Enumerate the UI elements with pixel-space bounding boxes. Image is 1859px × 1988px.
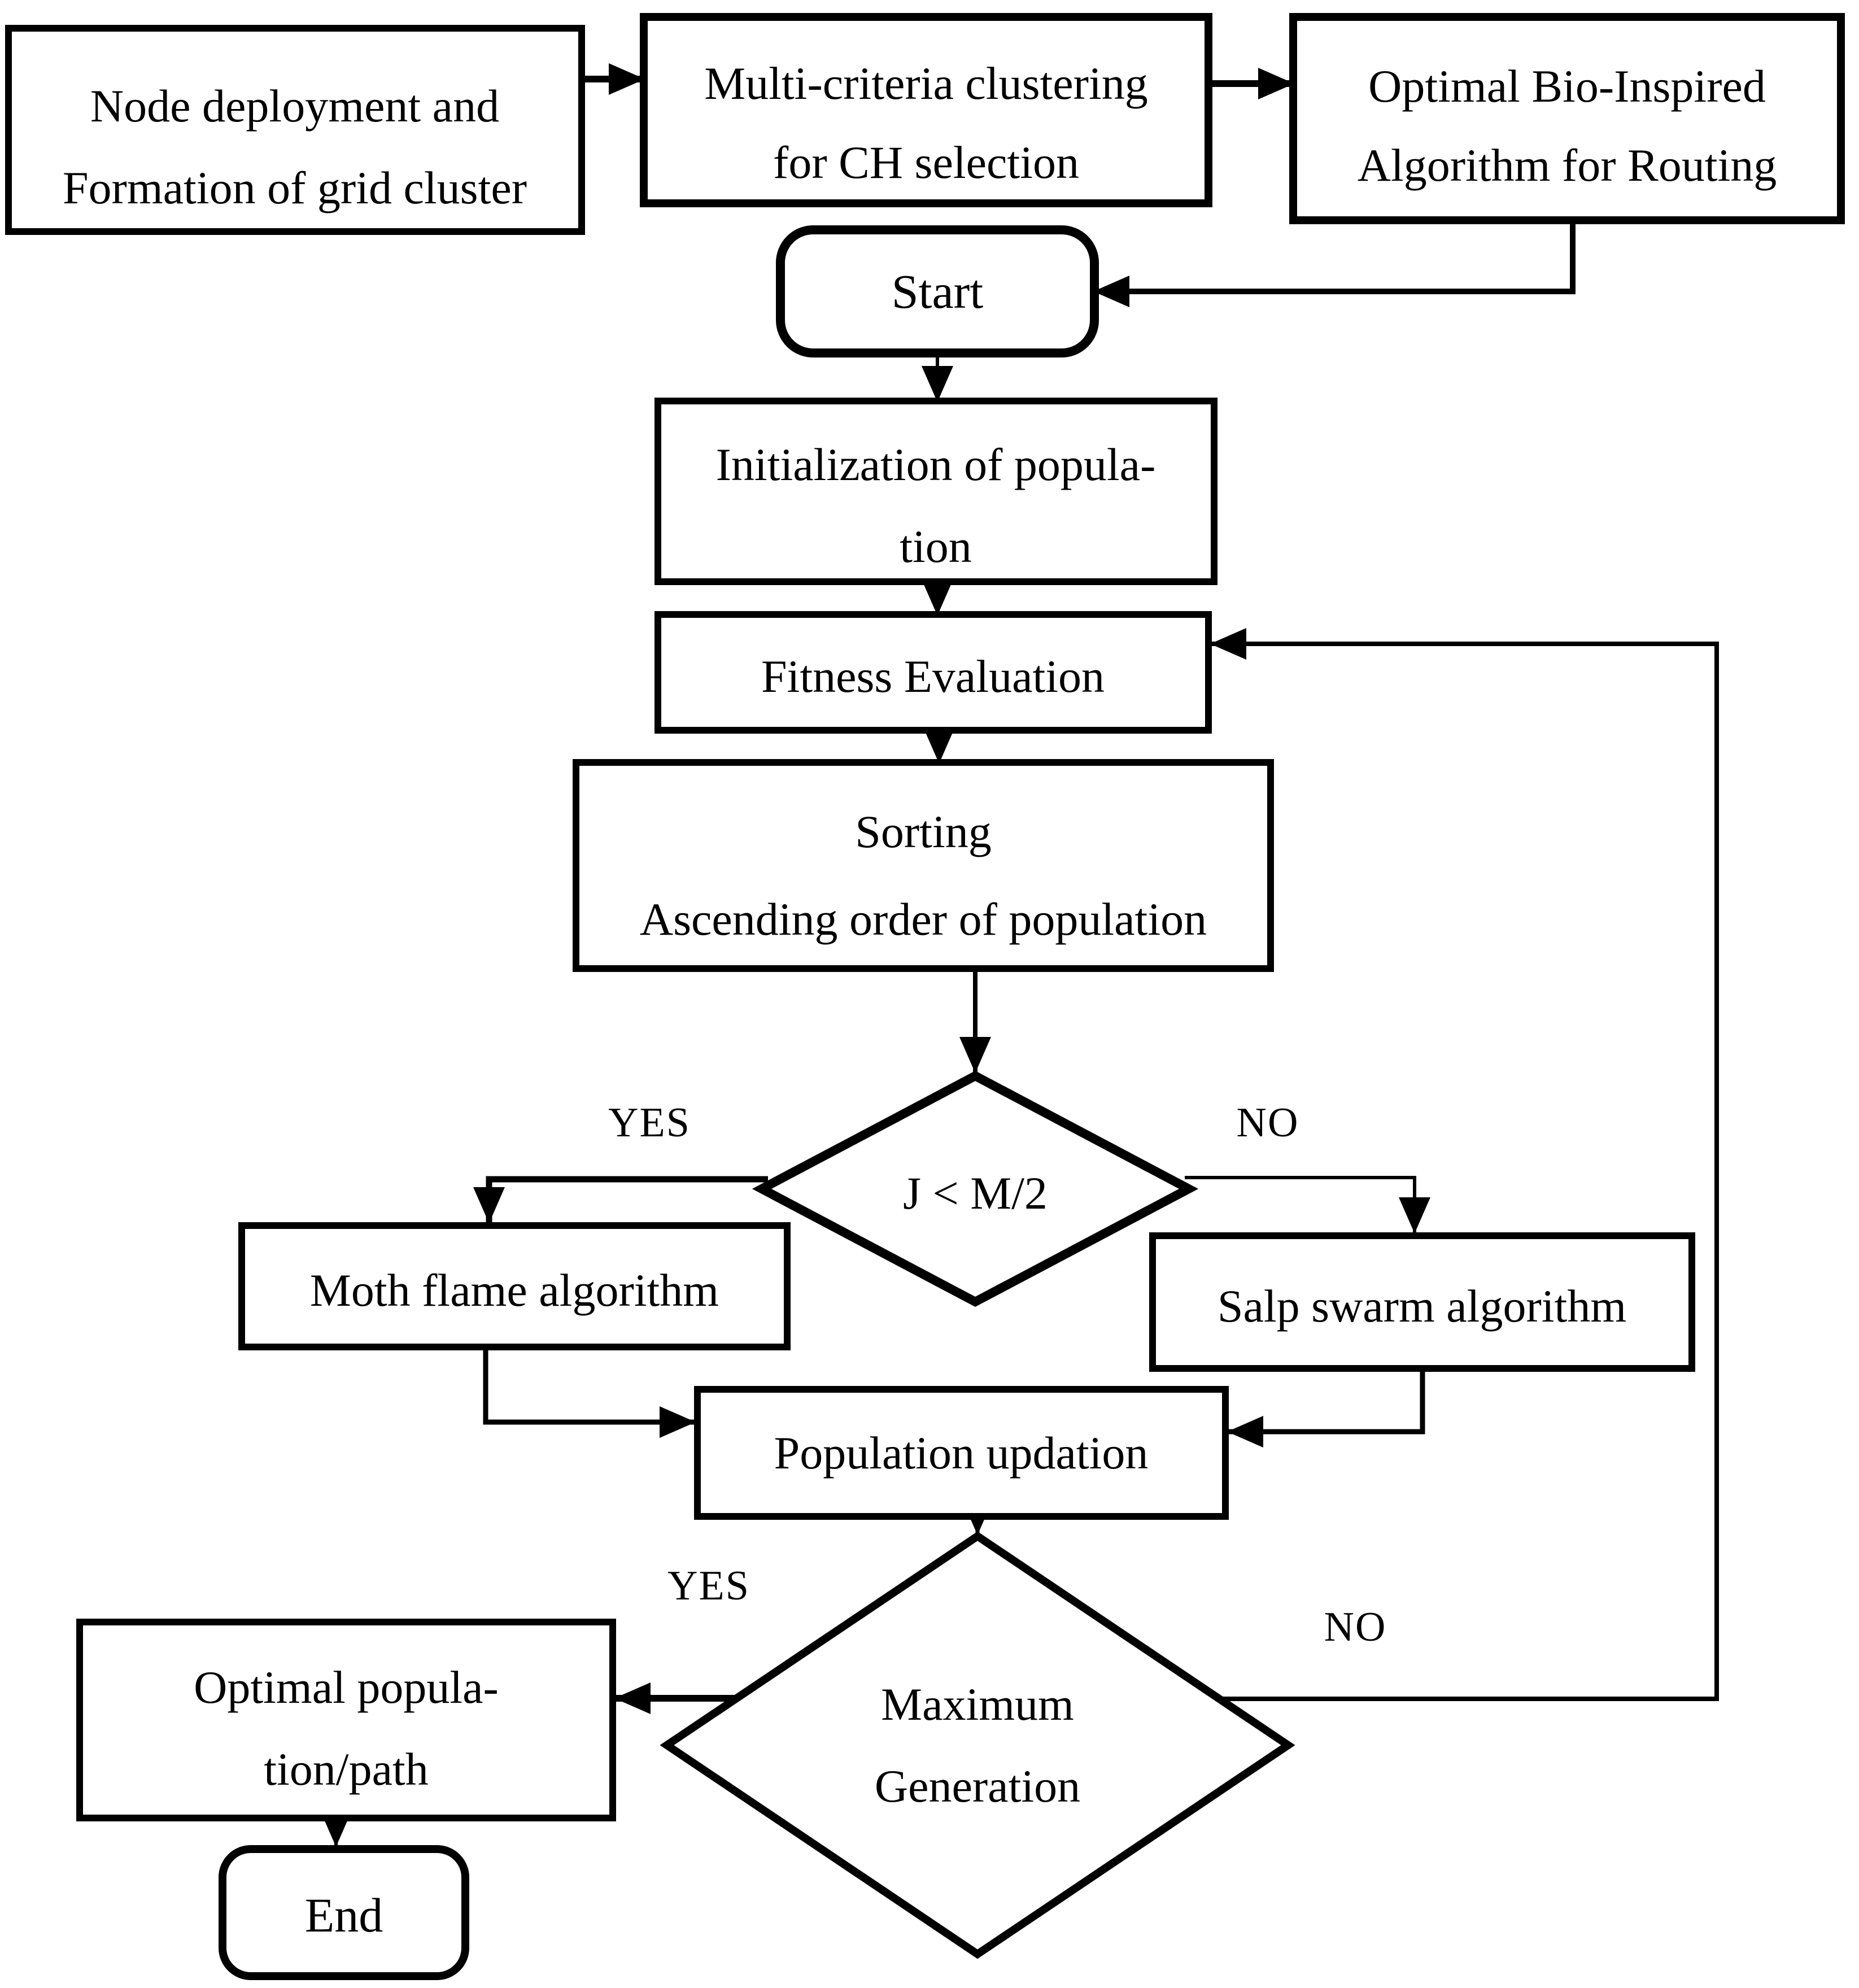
node-deployment-line2: Formation of grid cluster	[63, 162, 527, 213]
decision-maxgen-diamond	[660, 1531, 1295, 1959]
multi-criteria-line2: for CH selection	[773, 137, 1079, 188]
optimal-population-box	[76, 1619, 616, 1821]
edge-moth-to-population	[483, 1347, 696, 1438]
population-updation-box	[694, 1386, 1229, 1520]
multi-criteria-box	[640, 13, 1212, 207]
edge-routing-to-start	[1093, 220, 1576, 307]
decision-maxgen-line2: Generation	[875, 1760, 1080, 1812]
end-terminal	[219, 1845, 469, 1980]
population-updation-label: Population updation	[774, 1427, 1149, 1479]
connectors	[320, 63, 1719, 1847]
node-deployment-line1: Node deployment and	[90, 80, 499, 132]
node-deployment-box	[5, 25, 585, 235]
maxgen-yes-label: YES	[667, 1563, 750, 1609]
start-terminal	[776, 225, 1099, 358]
bio-inspired-line1: Optimal Bio-Inspired	[1368, 60, 1766, 112]
bio-inspired-line2: Algorithm for Routing	[1358, 139, 1777, 191]
salp-swarm-box	[1149, 1232, 1695, 1372]
decision-maxgen-line1: Maximum	[881, 1679, 1074, 1730]
jm-no-label: NO	[1237, 1100, 1299, 1146]
fitness-box	[654, 611, 1212, 734]
moth-flame-label: Moth flame algorithm	[310, 1265, 719, 1316]
start-label: Start	[892, 264, 984, 319]
maxgen-no-label: NO	[1324, 1604, 1387, 1650]
branch-labels: YES NO YES NO	[608, 1100, 1387, 1650]
bio-inspired-box	[1289, 13, 1845, 224]
moth-flame-box	[238, 1222, 791, 1350]
edge-decision-yes-to-moth	[473, 1176, 768, 1223]
sorting-line1: Sorting	[855, 806, 991, 857]
jm-yes-label: YES	[608, 1100, 691, 1146]
edge-decision-no-to-salp	[1185, 1176, 1430, 1233]
end-label: End	[305, 1888, 383, 1942]
fitness-label: Fitness Evaluation	[761, 651, 1105, 702]
initialization-line2: tion	[900, 521, 972, 572]
nodes: Node deployment and Formation of grid cl…	[5, 13, 1845, 1980]
decision-jm-label: J < M/2	[903, 1167, 1048, 1219]
edge-maxgen-no-feedback-to-fitness	[1210, 628, 1719, 1701]
multi-criteria-line1: Multi-criteria clustering	[704, 58, 1148, 109]
optimal-population-line2: tion/path	[264, 1743, 429, 1795]
sorting-box	[573, 759, 1274, 972]
decision-jm-diamond	[752, 1070, 1199, 1307]
optimal-population-line1: Optimal popula-	[194, 1662, 499, 1713]
initialization-box	[654, 398, 1217, 585]
initialization-line1: Initialization of popula-	[716, 439, 1156, 490]
salp-swarm-label: Salp swarm algorithm	[1217, 1280, 1626, 1332]
sorting-line2: Ascending order of population	[640, 893, 1207, 945]
edge-salp-to-population	[1227, 1368, 1425, 1448]
